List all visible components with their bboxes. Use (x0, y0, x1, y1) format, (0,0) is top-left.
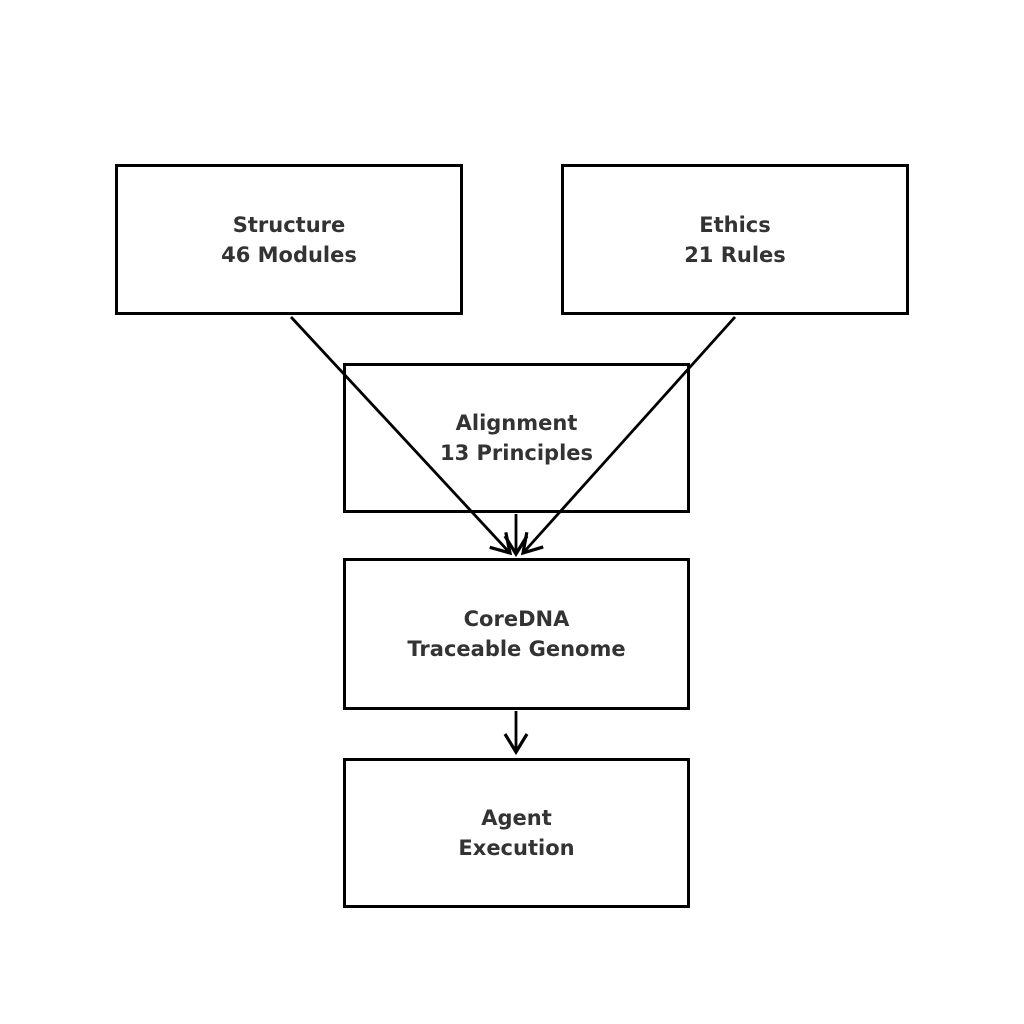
node-structure-subtitle: 46 Modules (221, 242, 357, 267)
node-structure-title: Structure (232, 212, 346, 237)
node-coredna-title: CoreDNA (463, 607, 570, 631)
node-agent: Agent Execution (343, 758, 690, 908)
node-structure: Structure 46 Modules (115, 164, 463, 315)
node-alignment-subtitle: 13 Principles (439, 441, 594, 465)
node-ethics-title: Ethics (699, 212, 771, 237)
node-agent-title: Agent (481, 806, 552, 830)
node-ethics: Ethics 21 Rules (561, 164, 909, 315)
node-coredna-subtitle: Traceable Genome (407, 637, 626, 661)
node-alignment: Alignment 13 Principles (343, 363, 690, 513)
node-ethics-subtitle: 21 Rules (684, 242, 786, 267)
node-coredna: CoreDNA Traceable Genome (343, 558, 690, 710)
node-alignment-title: Alignment (455, 411, 578, 435)
node-agent-subtitle: Execution (458, 836, 575, 860)
